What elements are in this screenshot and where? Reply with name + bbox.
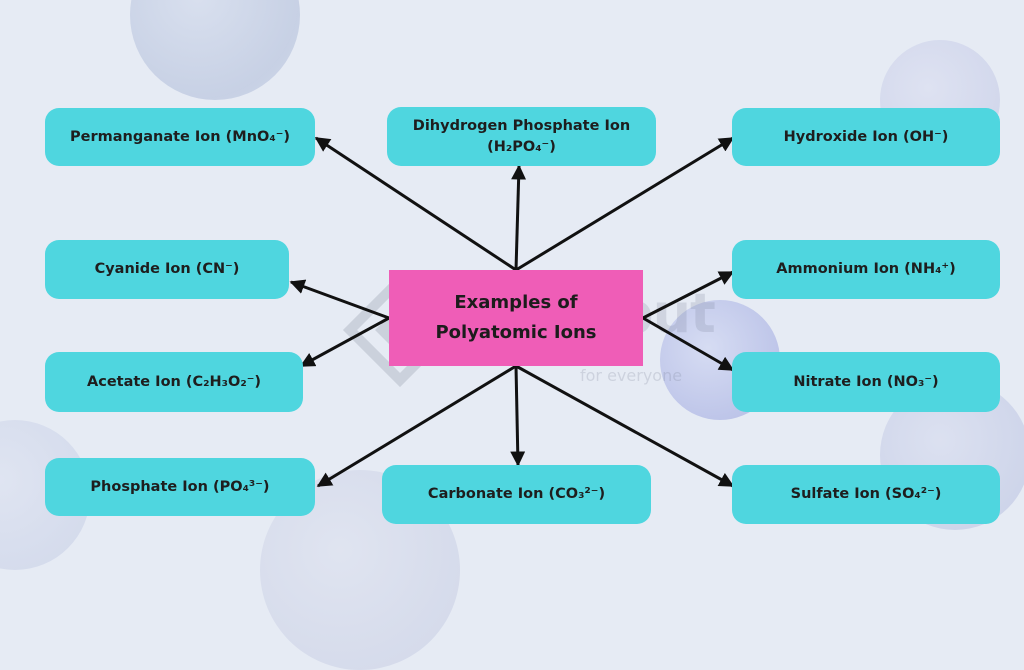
node-hydroxide: Hydroxide Ion (OH⁻) (732, 108, 1000, 166)
arrow-to-cyanide (289, 279, 390, 320)
node-permanganate: Permanganate Ion (MnO₄⁻) (45, 108, 315, 166)
node-dihydrogen-phosphate: Dihydrogen Phosphate Ion (H₂PO₄⁻) (387, 107, 656, 166)
central-topic: Examples of Polyatomic Ions (389, 270, 643, 366)
node-cyanide: Cyanide Ion (CN⁻) (45, 240, 289, 299)
arrow-to-phosphate (316, 364, 517, 488)
node-dihydrogen-phosphate-label-2: (H₂PO₄⁻) (487, 138, 556, 155)
watermark-tagline: for everyone (580, 366, 683, 385)
node-phosphate-label: Phosphate Ion (PO₄³⁻) (90, 478, 270, 495)
arrow-to-sulfate (515, 364, 735, 488)
arrow-to-nitrate (642, 316, 735, 372)
arrow-to-carbonate (510, 365, 526, 467)
node-sulfate-label: Sulfate Ion (SO₄²⁻) (790, 486, 942, 502)
central-topic-line-1: Examples of (454, 292, 578, 313)
node-cyanide-label: Cyanide Ion (CN⁻) (94, 261, 240, 277)
node-phosphate: Phosphate Ion (PO₄³⁻) (45, 458, 315, 516)
node-nitrate-label: Nitrate Ion (NO₃⁻) (793, 373, 939, 390)
node-hydroxide-label: Hydroxide Ion (OH⁻) (783, 128, 949, 145)
central-topic-line-2: Polyatomic Ions (435, 322, 597, 343)
node-permanganate-label: Permanganate Ion (MnO₄⁻) (70, 128, 290, 145)
node-ammonium: Ammonium Ion (NH₄⁺) (732, 240, 1000, 299)
node-carbonate-label: Carbonate Ion (CO₃²⁻) (427, 486, 606, 502)
arrow-to-acetate (299, 316, 390, 368)
node-carbonate: Carbonate Ion (CO₃²⁻) (382, 465, 651, 524)
arrow-to-hydroxide (515, 136, 735, 272)
arrow-to-permanganate (314, 136, 517, 272)
node-acetate: Acetate Ion (C₂H₃O₂⁻) (45, 352, 303, 412)
arrow-to-dihydrogen-phosphate (511, 164, 527, 271)
node-ammonium-label: Ammonium Ion (NH₄⁺) (776, 261, 956, 277)
node-nitrate: Nitrate Ion (NO₃⁻) (732, 352, 1000, 412)
node-sulfate: Sulfate Ion (SO₄²⁻) (732, 465, 1000, 524)
arrow-to-ammonium (642, 270, 735, 320)
node-acetate-label: Acetate Ion (C₂H₃O₂⁻) (87, 373, 261, 390)
connector-arrows (289, 136, 735, 488)
node-dihydrogen-phosphate-label-1: Dihydrogen Phosphate Ion (412, 117, 631, 134)
